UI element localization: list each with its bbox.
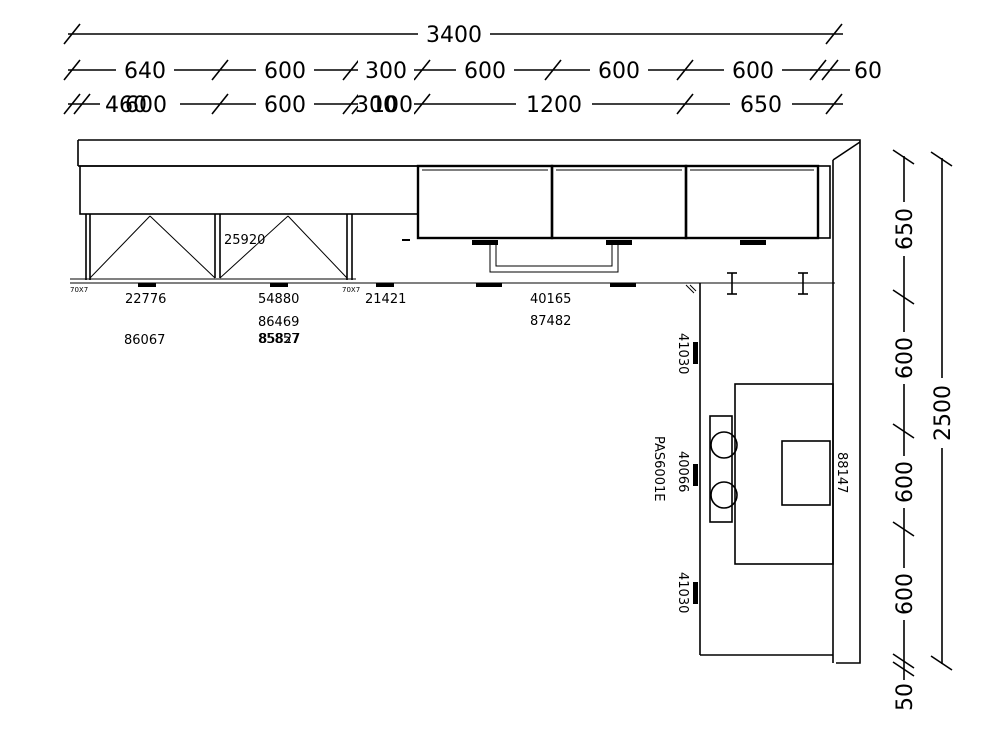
code-small-2: 70X7: [342, 286, 360, 294]
dim-right-600-a: 600: [893, 337, 918, 379]
dim-600-b: 600: [464, 59, 506, 84]
code-25920: 25920: [224, 233, 265, 248]
code-40165: 40165: [530, 292, 571, 307]
cabinet-outline: [70, 139, 861, 664]
code-85857: 85857: [258, 332, 299, 347]
code-40066: 40066: [675, 451, 690, 492]
cabinet-handles: [138, 239, 766, 604]
dim-600-e: 600: [264, 93, 306, 118]
dim-600-overlap: 600: [125, 93, 167, 118]
dim-total-depth: 2500: [931, 385, 956, 441]
article-codes: 25920 22776 54880 86469 85857 85827 8606…: [70, 233, 849, 613]
dim-60: 60: [854, 59, 882, 84]
dim-right-600-b: 600: [893, 461, 918, 503]
dim-right-50: 50: [893, 683, 918, 711]
dim-right-650: 650: [893, 208, 918, 250]
dim-1200: 1200: [526, 93, 582, 118]
dim-300: 300: [365, 59, 407, 84]
code-54880: 54880: [258, 292, 299, 307]
dim-460: 460: [105, 93, 147, 118]
code-85827: 85827: [259, 332, 300, 347]
dim-300-b: 300: [355, 93, 397, 118]
dim-600-d: 600: [732, 59, 774, 84]
dim-total-width: 3400: [426, 23, 482, 48]
right-dimension-lines: 650 600 600 600 50 2500: [892, 149, 956, 714]
code-86469: 86469: [258, 315, 299, 330]
dim-600-c: 600: [598, 59, 640, 84]
code-22776: 22776: [125, 292, 166, 307]
code-88147: 88147: [834, 452, 849, 493]
dim-600-a: 600: [264, 59, 306, 84]
code-41030-bottom: 41030: [675, 572, 690, 613]
dim-100: 100: [371, 93, 413, 118]
code-small-1: 70X7: [70, 286, 88, 294]
code-pas6001e: PAS6001E: [651, 436, 666, 501]
code-86067: 86067: [124, 333, 165, 348]
code-87482: 87482: [530, 314, 571, 329]
dim-650: 650: [740, 93, 782, 118]
code-21421: 21421: [365, 292, 406, 307]
top-dimension-lines: 3400 640 600 300 600 600 600 60: [63, 22, 882, 118]
dim-640: 640: [124, 59, 166, 84]
dim-right-600-c: 600: [893, 573, 918, 615]
code-41030-top: 41030: [675, 333, 690, 374]
